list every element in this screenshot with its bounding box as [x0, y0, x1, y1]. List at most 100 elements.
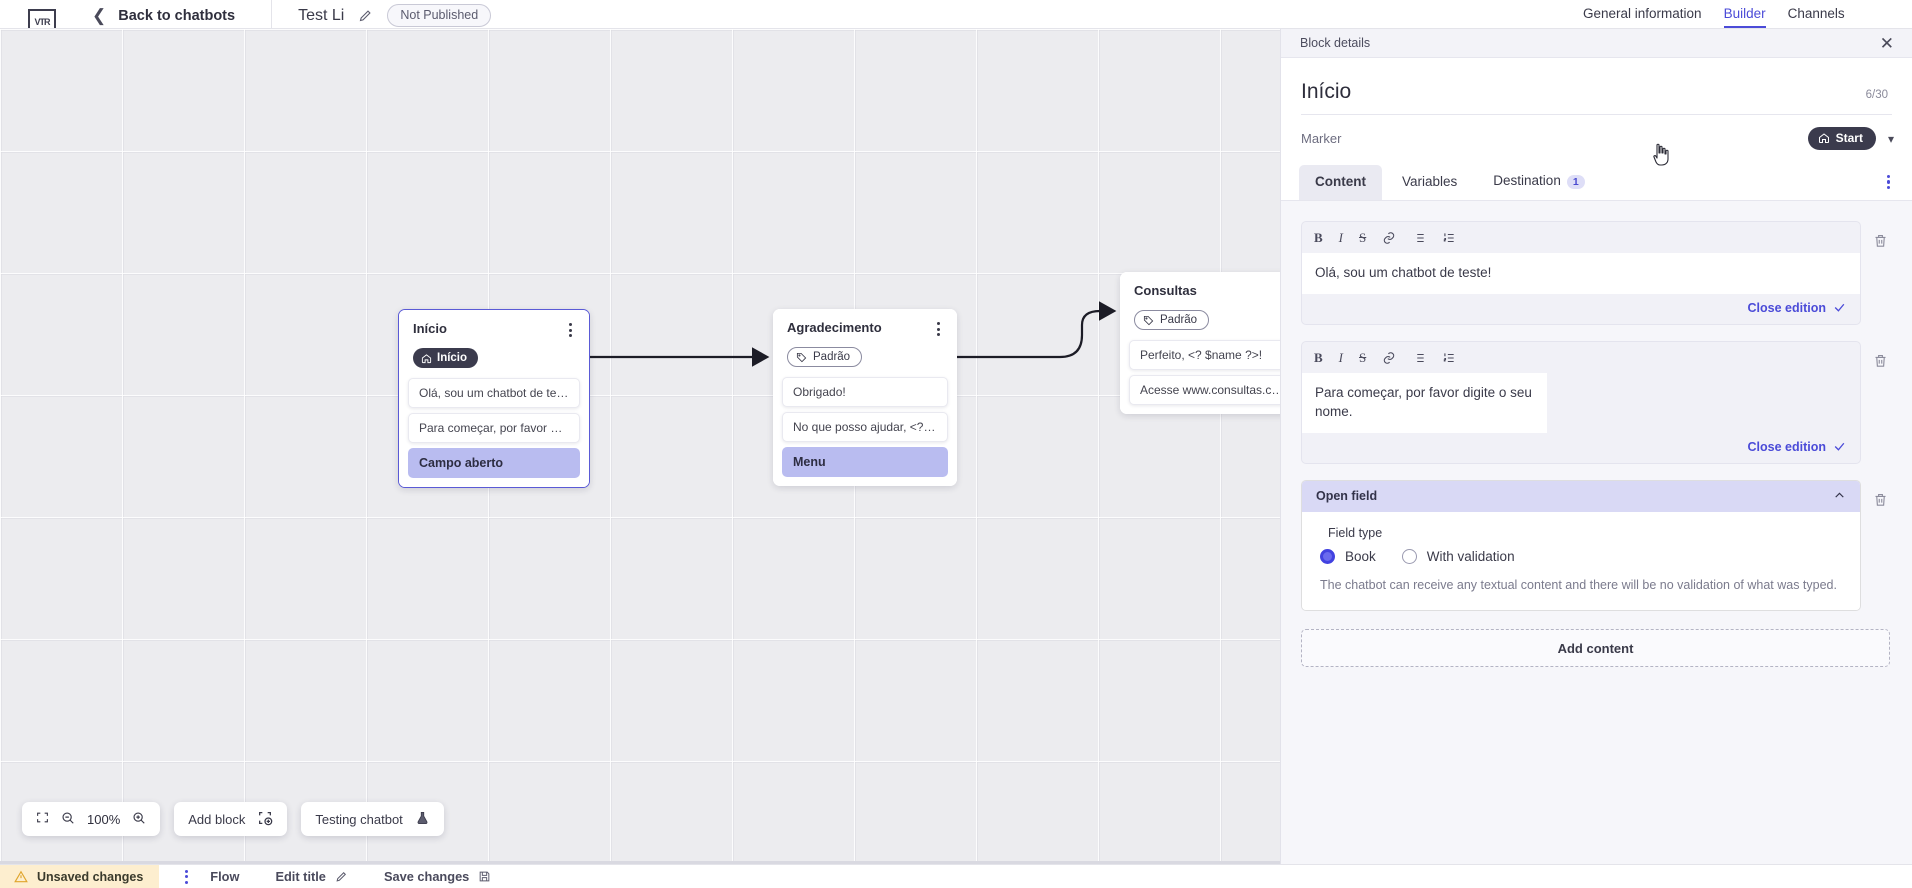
panel-overflow-menu[interactable]: [1881, 169, 1896, 196]
add-block-button[interactable]: Add block: [174, 802, 288, 836]
bold-button[interactable]: B: [1314, 230, 1323, 245]
link-icon[interactable]: [1382, 231, 1396, 245]
bullet-list-icon[interactable]: [1412, 351, 1426, 365]
content-editor-text[interactable]: Para começar, por favor digite o seu nom…: [1302, 372, 1547, 433]
flow-node-inicio[interactable]: Início Início Olá, sou um chatbot de tes…: [398, 309, 590, 488]
canvas-toolbar: 100% Add block Testing chatbot: [22, 802, 444, 836]
chevron-left-icon: ❮: [92, 6, 107, 25]
node-input-pill[interactable]: Campo aberto: [408, 447, 580, 478]
panel-body: Início 6/30 Marker Start ▾: [1281, 58, 1912, 201]
save-changes-button[interactable]: Save changes: [384, 869, 491, 884]
statusbar-menu-button[interactable]: [185, 869, 189, 884]
pencil-icon[interactable]: [358, 8, 373, 23]
radio-option-book[interactable]: Book: [1320, 548, 1376, 564]
zoom-controls[interactable]: 100%: [22, 802, 161, 836]
close-edition-label: Close edition: [1747, 300, 1826, 315]
open-field-header[interactable]: Open field: [1302, 480, 1860, 512]
node-input-pill[interactable]: Menu: [782, 446, 948, 477]
document-title-group: Test Li Not Published: [298, 4, 492, 28]
marker-value: Start: [1835, 131, 1863, 145]
node-tag-label: Padrão: [1160, 314, 1198, 326]
flow-node-consultas[interactable]: Consultas Padrão Perfeito, <? $name ?>! …: [1120, 272, 1310, 414]
link-icon[interactable]: [1382, 351, 1396, 365]
node-messages: Olá, sou um chatbot de teste! Para começ…: [399, 377, 589, 487]
node-message[interactable]: Olá, sou um chatbot de teste!: [408, 377, 580, 408]
bold-button[interactable]: B: [1314, 349, 1323, 365]
edit-title-button[interactable]: Edit title: [275, 869, 347, 884]
content-editor[interactable]: B I S: [1301, 340, 1861, 464]
numbered-list-icon[interactable]: [1442, 231, 1456, 245]
node-message[interactable]: Acesse www.consultas.com par...: [1129, 374, 1301, 405]
tab-builder[interactable]: Builder: [1723, 6, 1766, 28]
panel-header-title: Block details: [1300, 36, 1371, 50]
add-content-button[interactable]: Add content: [1301, 629, 1890, 668]
home-icon: [421, 353, 432, 363]
marker-label: Marker: [1301, 131, 1342, 146]
marker-select[interactable]: Start ▾: [1807, 127, 1894, 150]
italic-button[interactable]: I: [1338, 230, 1344, 245]
chevron-down-icon[interactable]: ▾: [1887, 131, 1894, 146]
bullet-list-icon[interactable]: [1412, 231, 1426, 245]
zoom-in-icon[interactable]: [132, 811, 146, 828]
status-bar: Unsaved changes Flow Edit title Save cha…: [0, 864, 1912, 888]
trash-icon: [1875, 354, 1886, 367]
tab-channels[interactable]: Channels: [1787, 6, 1845, 21]
flask-icon: [415, 810, 430, 829]
tab-general-information[interactable]: General information: [1583, 6, 1702, 21]
radio-with-validation-label: With validation: [1426, 548, 1515, 564]
panel-block-title: Início: [1301, 80, 1352, 103]
content-editor[interactable]: B I S: [1301, 221, 1861, 325]
delete-content-button[interactable]: [1871, 347, 1890, 379]
radio-book-label: Book: [1345, 548, 1376, 564]
back-to-chatbots-button[interactable]: ❮ Back to chatbots: [92, 7, 235, 28]
tab-variables[interactable]: Variables: [1386, 165, 1473, 200]
fit-screen-icon[interactable]: [36, 811, 49, 827]
node-tag-start: Início: [413, 348, 479, 368]
node-tag-label: Padrão: [813, 351, 851, 363]
node-message[interactable]: Perfeito, <? $name ?>!: [1129, 339, 1301, 370]
radio-option-with-validation[interactable]: With validation: [1401, 548, 1515, 564]
tab-content[interactable]: Content: [1299, 164, 1382, 200]
close-icon[interactable]: ✕: [1879, 33, 1894, 53]
node-menu-button[interactable]: [933, 320, 944, 338]
close-edition-button[interactable]: Close edition: [1302, 294, 1860, 324]
unsaved-changes-indicator: Unsaved changes: [0, 864, 160, 888]
radio-with-validation[interactable]: [1401, 548, 1417, 564]
zoom-out-icon[interactable]: [61, 811, 75, 828]
flow-node-agradecimento[interactable]: Agradecimento Padrão Obrigado! No que po…: [773, 309, 957, 486]
page-title: Test Li: [298, 6, 345, 24]
numbered-list-icon[interactable]: [1442, 351, 1456, 365]
tab-variables-label: Variables: [1402, 173, 1458, 189]
delete-open-field-button[interactable]: [1871, 486, 1890, 518]
logo-icon: VTR: [28, 9, 56, 28]
node-message[interactable]: No que posso ajudar, <? $name ...: [782, 411, 948, 442]
testing-chatbot-button[interactable]: Testing chatbot: [301, 802, 444, 836]
strikethrough-button[interactable]: S: [1359, 349, 1367, 365]
marker-row: Marker Start ▾: [1281, 115, 1912, 160]
flow-button[interactable]: Flow: [210, 869, 239, 884]
strikethrough-button[interactable]: S: [1359, 230, 1367, 245]
node-message[interactable]: Para começar, por favor digite o ...: [408, 412, 580, 443]
testing-chatbot-label: Testing chatbot: [315, 811, 403, 827]
content-editor-text[interactable]: Olá, sou um chatbot de teste!: [1302, 253, 1860, 294]
top-header: VTR ❮ Back to chatbots Test Li Not Publi…: [0, 0, 1561, 29]
node-message[interactable]: Obrigado!: [782, 376, 948, 407]
field-type-options: Book With validation: [1320, 548, 1844, 564]
radio-book[interactable]: [1320, 548, 1335, 564]
back-label: Back to chatbots: [118, 7, 236, 24]
delete-content-button[interactable]: [1871, 227, 1890, 259]
app-logo[interactable]: VTR: [24, 0, 60, 28]
node-menu-button[interactable]: [565, 321, 576, 339]
close-edition-button[interactable]: Close edition: [1302, 433, 1860, 463]
node-tag-default: Padrão: [787, 347, 863, 367]
close-edition-label: Close edition: [1747, 439, 1826, 454]
open-field-card: Open field Field type Book: [1301, 479, 1861, 612]
char-count: 6/30: [1865, 89, 1888, 101]
flow-label: Flow: [210, 869, 240, 884]
block-details-panel: Block details ✕ Início 6/30 Marker Start: [1280, 29, 1912, 864]
main-tabs: General information Builder Channels: [1561, 0, 1912, 29]
italic-button[interactable]: I: [1338, 349, 1344, 365]
